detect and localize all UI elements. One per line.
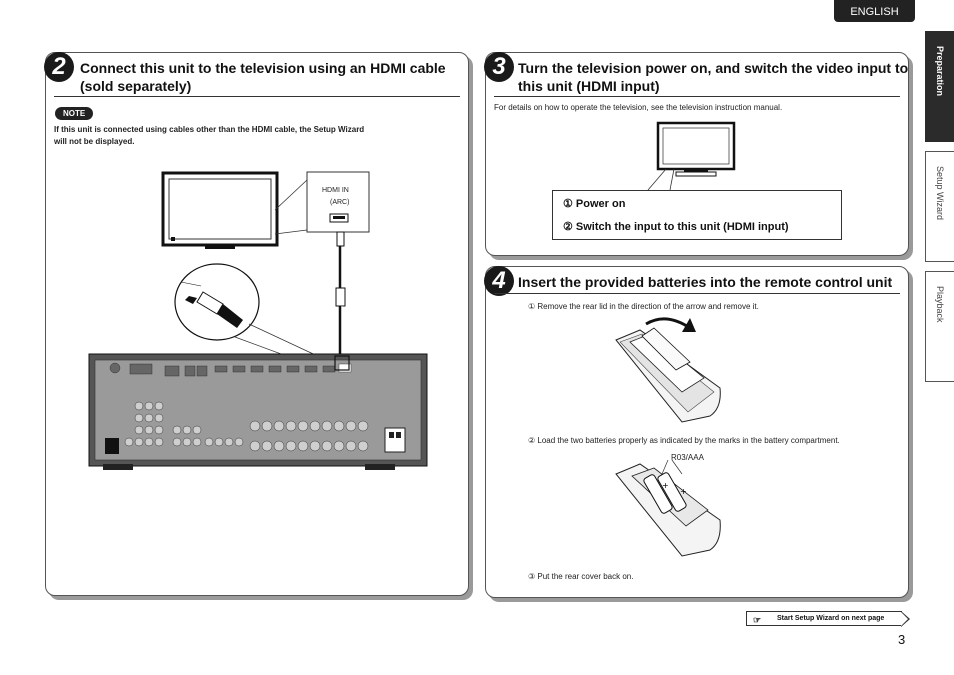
remote-control-icon xyxy=(615,327,721,423)
step4-title: Insert the provided batteries into the r… xyxy=(518,274,893,290)
remote-battery-diagram: + + xyxy=(615,459,721,557)
pointing-hand-icon: ☞ xyxy=(753,615,762,625)
step4-number: 4 xyxy=(484,266,514,296)
next-page-link-label: Start Setup Wizard on next page xyxy=(777,615,885,622)
television-icon xyxy=(161,171,279,249)
step2-title-line2: (sold separately) xyxy=(80,78,192,94)
step2-panel xyxy=(45,52,469,596)
step2-number: 2 xyxy=(44,52,74,82)
note-badge: NOTE xyxy=(55,107,94,120)
remote-lid-diagram xyxy=(615,317,721,423)
side-tab-label: Setup Wizard xyxy=(935,166,945,221)
side-tab-preparation[interactable]: Preparation xyxy=(925,31,954,142)
next-page-link[interactable]: ☞ Start Setup Wizard on next page xyxy=(746,611,910,627)
callout-power-on: ① Power on xyxy=(563,198,626,210)
battery-type-label: R03/AAA xyxy=(671,453,704,462)
callout-switch-input: ② Switch the input to this unit (HDMI in… xyxy=(563,221,789,233)
hdmi-port-icon xyxy=(329,213,349,223)
television-icon xyxy=(656,121,736,177)
language-tab: ENGLISH xyxy=(834,0,915,22)
step3-tv-diagram xyxy=(647,121,736,190)
step4-instruction-3: ③ Put the rear cover back on. xyxy=(528,572,634,581)
note-text-line1: If this unit is connected using cables o… xyxy=(54,125,365,134)
note-text-line2: will not be displayed. xyxy=(54,137,135,146)
arc-label: (ARC) xyxy=(330,199,350,206)
step4-instruction-1: ① Remove the rear lid in the direction o… xyxy=(528,302,759,311)
step3-title-line2: this unit (HDMI input) xyxy=(518,78,660,94)
step3-title-line1: Turn the television power on, and switch… xyxy=(518,60,909,76)
step2-title-line1: Connect this unit to the television usin… xyxy=(80,60,446,76)
av-receiver-icon xyxy=(88,353,428,470)
hdmi-connection-diagram xyxy=(88,171,428,470)
side-tab-setup-wizard[interactable]: Setup Wizard xyxy=(925,151,954,262)
step4-heading-rule xyxy=(494,293,900,294)
hdmi-cable xyxy=(335,231,346,368)
side-tab-label: Playback xyxy=(935,286,945,323)
step3-heading-rule xyxy=(494,96,900,97)
hdmi-plug-icon xyxy=(180,281,243,328)
battery-icon: + + xyxy=(643,472,687,514)
direction-arrow-icon xyxy=(645,317,691,330)
step4-instruction-2: ② Load the two batteries properly as ind… xyxy=(528,436,840,445)
svg-text:+: + xyxy=(662,481,669,490)
step3-number: 3 xyxy=(484,52,514,82)
svg-text:+: + xyxy=(680,487,687,496)
step3-description: For details on how to operate the televi… xyxy=(494,103,783,112)
hdmi-in-label: HDMI IN xyxy=(322,187,349,194)
side-tab-playback[interactable]: Playback xyxy=(925,271,954,382)
step3-callout: ① Power on ② Switch the input to this un… xyxy=(552,190,842,240)
step2-heading-rule xyxy=(54,96,460,97)
page-number: 3 xyxy=(898,632,906,647)
side-tab-label: Preparation xyxy=(935,46,945,97)
